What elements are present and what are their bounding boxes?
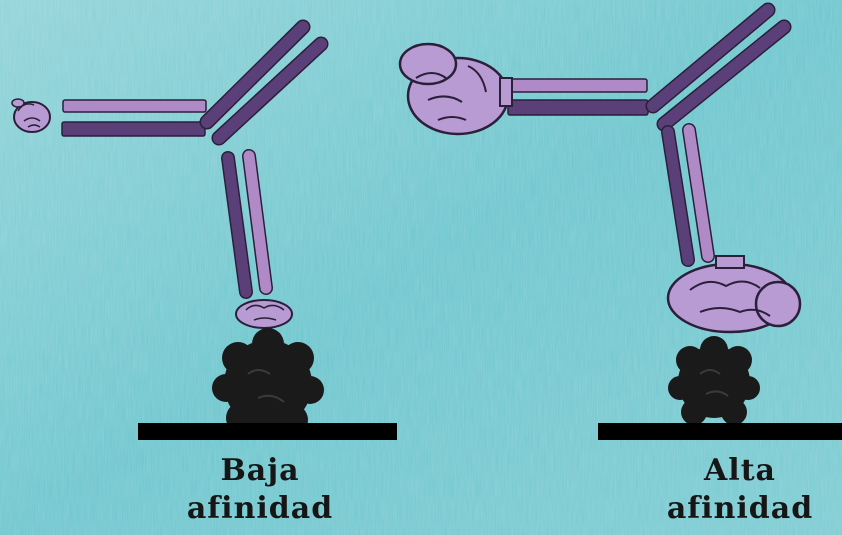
fist-hand-icon bbox=[236, 300, 292, 328]
surface-bar-right bbox=[598, 423, 842, 440]
label-low-affinity: Baja afinidad bbox=[140, 452, 380, 528]
antigen-blob-icon bbox=[668, 336, 760, 425]
label-high-affinity-line1: Alta bbox=[640, 452, 840, 490]
label-low-affinity-line1: Baja bbox=[140, 452, 380, 490]
label-high-affinity: Alta afinidad bbox=[640, 452, 840, 528]
label-low-affinity-line2: afinidad bbox=[140, 490, 380, 528]
surface-bar-left bbox=[138, 423, 397, 440]
label-high-affinity-line2: afinidad bbox=[640, 490, 840, 528]
